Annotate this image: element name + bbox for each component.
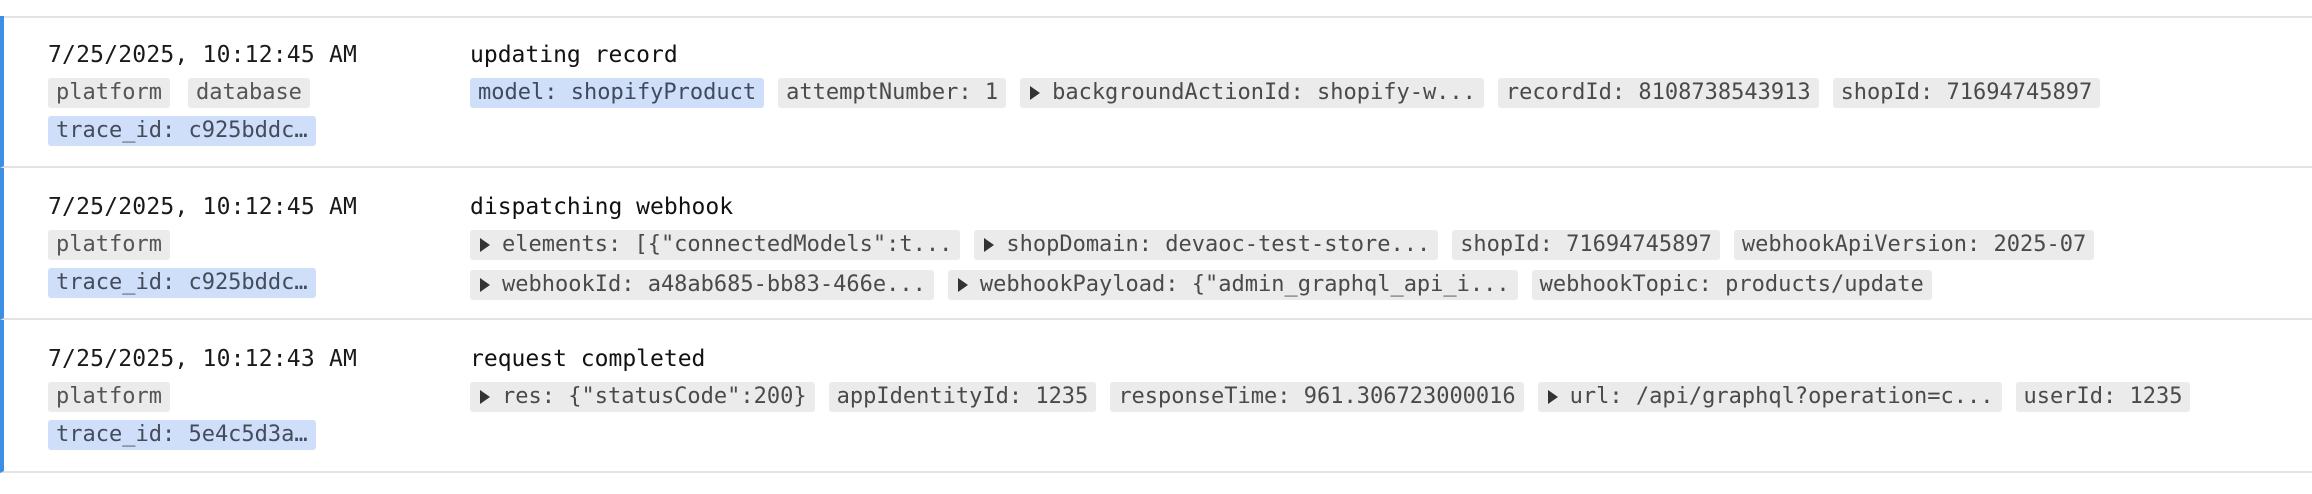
attribute-chip-model[interactable]: model: shopifyProduct	[470, 78, 765, 108]
attribute-line: res: {"statusCode":200} appIdentityId: 1…	[470, 382, 2272, 412]
log-tags: platform	[48, 230, 448, 260]
attribute-line: model: shopifyProduct attemptNumber: 1 b…	[470, 78, 2272, 108]
attribute-text: elements: [{"connectedModels":t...	[502, 232, 953, 257]
attribute-text: model: shopifyProduct	[478, 80, 757, 105]
attribute-text: appIdentityId: 1235	[836, 384, 1089, 409]
log-meta: 7/25/2025, 10:12:45 AM platform database…	[48, 40, 448, 146]
log-tags: platform database	[48, 78, 448, 108]
log-content: request completed res: {"statusCode":200…	[470, 344, 2272, 412]
attribute-chip-record-id[interactable]: recordId: 8108738543913	[1497, 78, 1819, 108]
attribute-line: elements: [{"connectedModels":t... shopD…	[470, 230, 2272, 260]
attribute-chip-user-id[interactable]: userId: 1235	[2015, 382, 2191, 412]
attribute-chip-elements[interactable]: elements: [{"connectedModels":t...	[470, 230, 961, 260]
attribute-text: userId: 1235	[2023, 384, 2183, 409]
attribute-text: backgroundActionId: shopify-w...	[1052, 80, 1476, 105]
log-entry[interactable]: 7/25/2025, 10:12:43 AM platform trace_id…	[0, 320, 2312, 473]
attribute-text: webhookTopic: products/update	[1539, 272, 1924, 297]
log-message: dispatching webhook	[470, 194, 734, 220]
attribute-text: url: /api/graphql?operation=c...	[1569, 384, 1994, 409]
log-message: request completed	[470, 346, 706, 372]
attribute-text: webhookApiVersion: 2025-07	[1741, 232, 2087, 257]
log-timestamp: 7/25/2025, 10:12:45 AM	[48, 194, 358, 220]
attribute-chip-webhook-payload[interactable]: webhookPayload: {"admin_graphql_api_i...	[947, 270, 1518, 300]
log-meta: 7/25/2025, 10:12:43 AM platform trace_id…	[48, 344, 448, 450]
attribute-line: webhookId: a48ab685-bb83-466e... webhook…	[470, 270, 2272, 300]
attribute-text: webhookId: a48ab685-bb83-466e...	[502, 272, 926, 297]
log-entry[interactable]: 7/25/2025, 10:12:45 AM platform trace_id…	[0, 168, 2312, 320]
log-list: 7/25/2025, 10:12:45 AM platform database…	[0, 16, 2312, 473]
attribute-chip-webhook-topic[interactable]: webhookTopic: products/update	[1531, 270, 1932, 300]
expand-caret-icon[interactable]	[1030, 86, 1041, 100]
top-divider	[0, 0, 2312, 18]
attribute-text: webhookPayload: {"admin_graphql_api_i...	[979, 272, 1510, 297]
log-content: updating record model: shopifyProduct at…	[470, 40, 2272, 108]
tag-database[interactable]: database	[187, 78, 310, 108]
attribute-text: res: {"statusCode":200}	[502, 384, 807, 409]
attribute-text: shopId: 71694745897	[1460, 232, 1712, 257]
log-message: updating record	[470, 42, 678, 68]
log-content: dispatching webhook elements: [{"connect…	[470, 192, 2272, 300]
expand-caret-icon[interactable]	[957, 278, 968, 292]
attribute-chip-res[interactable]: res: {"statusCode":200}	[470, 382, 815, 412]
expand-caret-icon[interactable]	[480, 238, 490, 252]
attribute-chip-webhook-id[interactable]: webhookId: a48ab685-bb83-466e...	[470, 270, 934, 300]
trace-line: trace_id: c925bddc…	[48, 116, 448, 146]
attribute-chip-url[interactable]: url: /api/graphql?operation=c...	[1537, 382, 2002, 412]
log-entry[interactable]: 7/25/2025, 10:12:45 AM platform database…	[0, 16, 2312, 168]
trace-id-chip[interactable]: trace_id: c925bddc…	[48, 116, 316, 146]
attribute-chip-webhook-api-version[interactable]: webhookApiVersion: 2025-07	[1733, 230, 2095, 260]
tag-platform[interactable]: platform	[48, 230, 170, 260]
log-timestamp: 7/25/2025, 10:12:43 AM	[48, 346, 358, 372]
log-timestamp: 7/25/2025, 10:12:45 AM	[48, 42, 358, 68]
attribute-text: recordId: 8108738543913	[1505, 80, 1811, 105]
log-tags: platform	[48, 382, 448, 412]
attribute-text: shopId: 71694745897	[1840, 80, 2093, 105]
attribute-chip-response-time[interactable]: responseTime: 961.306723000016	[1110, 382, 1524, 412]
expand-caret-icon[interactable]	[984, 238, 995, 252]
attribute-chip-app-identity-id[interactable]: appIdentityId: 1235	[828, 382, 1097, 412]
trace-id-chip[interactable]: trace_id: c925bddc…	[48, 268, 316, 298]
trace-id-chip[interactable]: trace_id: 5e4c5d3a…	[48, 420, 316, 450]
tag-platform[interactable]: platform	[48, 78, 170, 108]
attribute-chip-shop-domain[interactable]: shopDomain: devaoc-test-store...	[974, 230, 1439, 260]
log-meta: 7/25/2025, 10:12:45 AM platform trace_id…	[48, 192, 448, 298]
attribute-chip-shop-id[interactable]: shopId: 71694745897	[1452, 230, 1720, 260]
expand-caret-icon[interactable]	[1547, 390, 1558, 404]
attribute-text: attemptNumber: 1	[786, 80, 999, 105]
attribute-text: responseTime: 961.306723000016	[1118, 384, 1516, 409]
attribute-chip-background-action-id[interactable]: backgroundActionId: shopify-w...	[1020, 78, 1484, 108]
attribute-text: shopDomain: devaoc-test-store...	[1006, 232, 1431, 257]
attribute-chip-shop-id[interactable]: shopId: 71694745897	[1832, 78, 2101, 108]
expand-caret-icon[interactable]	[480, 390, 490, 404]
trace-line: trace_id: c925bddc…	[48, 268, 448, 298]
expand-caret-icon[interactable]	[480, 278, 490, 292]
attribute-chip-attempt-number[interactable]: attemptNumber: 1	[778, 78, 1007, 108]
trace-line: trace_id: 5e4c5d3a…	[48, 420, 448, 450]
tag-platform[interactable]: platform	[48, 382, 170, 412]
